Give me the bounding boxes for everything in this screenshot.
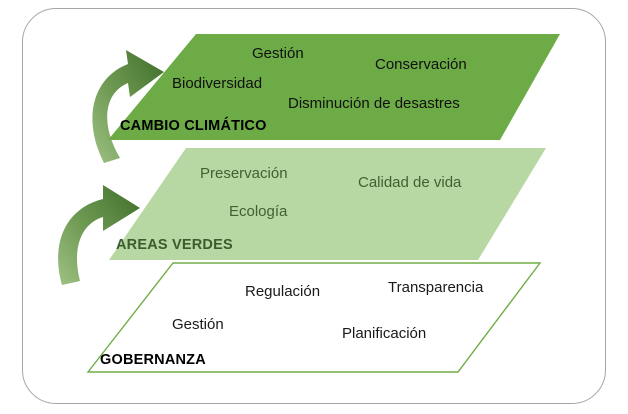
layer-shape-gobernanza[interactable] <box>86 262 542 373</box>
tag-areas-ecologia: Ecología <box>229 203 288 220</box>
tag-cambio-conservacion: Conservación <box>375 56 467 73</box>
tag-cambio-gestion: Gestión <box>252 45 304 62</box>
tag-areas-calidad-de-vida: Calidad de vida <box>358 174 462 191</box>
layer-label-cambio-climatico: CAMBIO CLIMÁTICO <box>120 118 267 134</box>
tag-cambio-disminucion-de-desastres: Disminución de desastres <box>288 95 460 112</box>
layer-label-gobernanza: GOBERNANZA <box>100 352 206 368</box>
layer-label-areas-verdes: AREAS VERDES <box>116 237 233 253</box>
layer-shape-areas-verdes[interactable] <box>109 148 546 260</box>
tag-cambio-biodiversidad: Biodiversidad <box>172 75 263 92</box>
tag-gobernanza-transparencia: Transparencia <box>388 279 484 296</box>
tag-gobernanza-regulacion: Regulación <box>245 283 321 300</box>
tag-areas-preservacion: Preservación <box>200 165 288 182</box>
tag-gobernanza-gestion: Gestión <box>172 316 224 333</box>
tag-gobernanza-planificacion: Planificación <box>342 325 427 342</box>
arrow-lower-to-middle-icon <box>58 185 140 285</box>
arrow-middle-to-top-icon <box>92 50 164 163</box>
diagram-frame-border <box>22 8 606 404</box>
layer-shape-cambio-climatico[interactable] <box>108 34 560 140</box>
